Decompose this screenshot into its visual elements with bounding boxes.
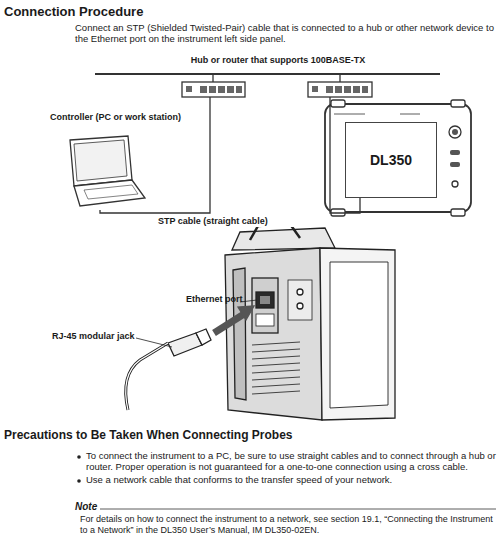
note-text: For details on how to connect the instru… (80, 514, 496, 536)
instrument-screen: DL350 (345, 122, 437, 198)
node-label: Hub or router that supports 100BASE-TX (164, 55, 392, 66)
cable-label: STP cable (straight cable) (158, 216, 318, 227)
network-figure (70, 74, 471, 216)
ethernet-port (256, 292, 274, 308)
node-label: DL350 (370, 152, 412, 169)
body-paragraph: Connect an STP (Shielded Twisted-Pair) c… (75, 22, 496, 45)
controller: Controller (PC or work station) (50, 112, 158, 210)
part-label: Ethernet port (186, 294, 246, 305)
hub-group: Hub or router that supports 100BASE-TX (164, 55, 392, 97)
bullet-text: Use a network cable that conforms to the… (86, 474, 496, 485)
part-label: RJ-45 modular jack (52, 331, 142, 342)
note-heading: Note (75, 501, 115, 513)
instrument-side-view (126, 224, 395, 420)
note-rule (100, 509, 496, 510)
section-heading: Connection Procedure (4, 4, 143, 20)
bullet-text: To connect the instrument to a PC, be su… (86, 450, 496, 473)
section-heading: Precautions to Be Taken When Connecting … (4, 428, 484, 442)
node-label: Controller (PC or work station) (50, 112, 158, 123)
bullets (77, 455, 81, 483)
